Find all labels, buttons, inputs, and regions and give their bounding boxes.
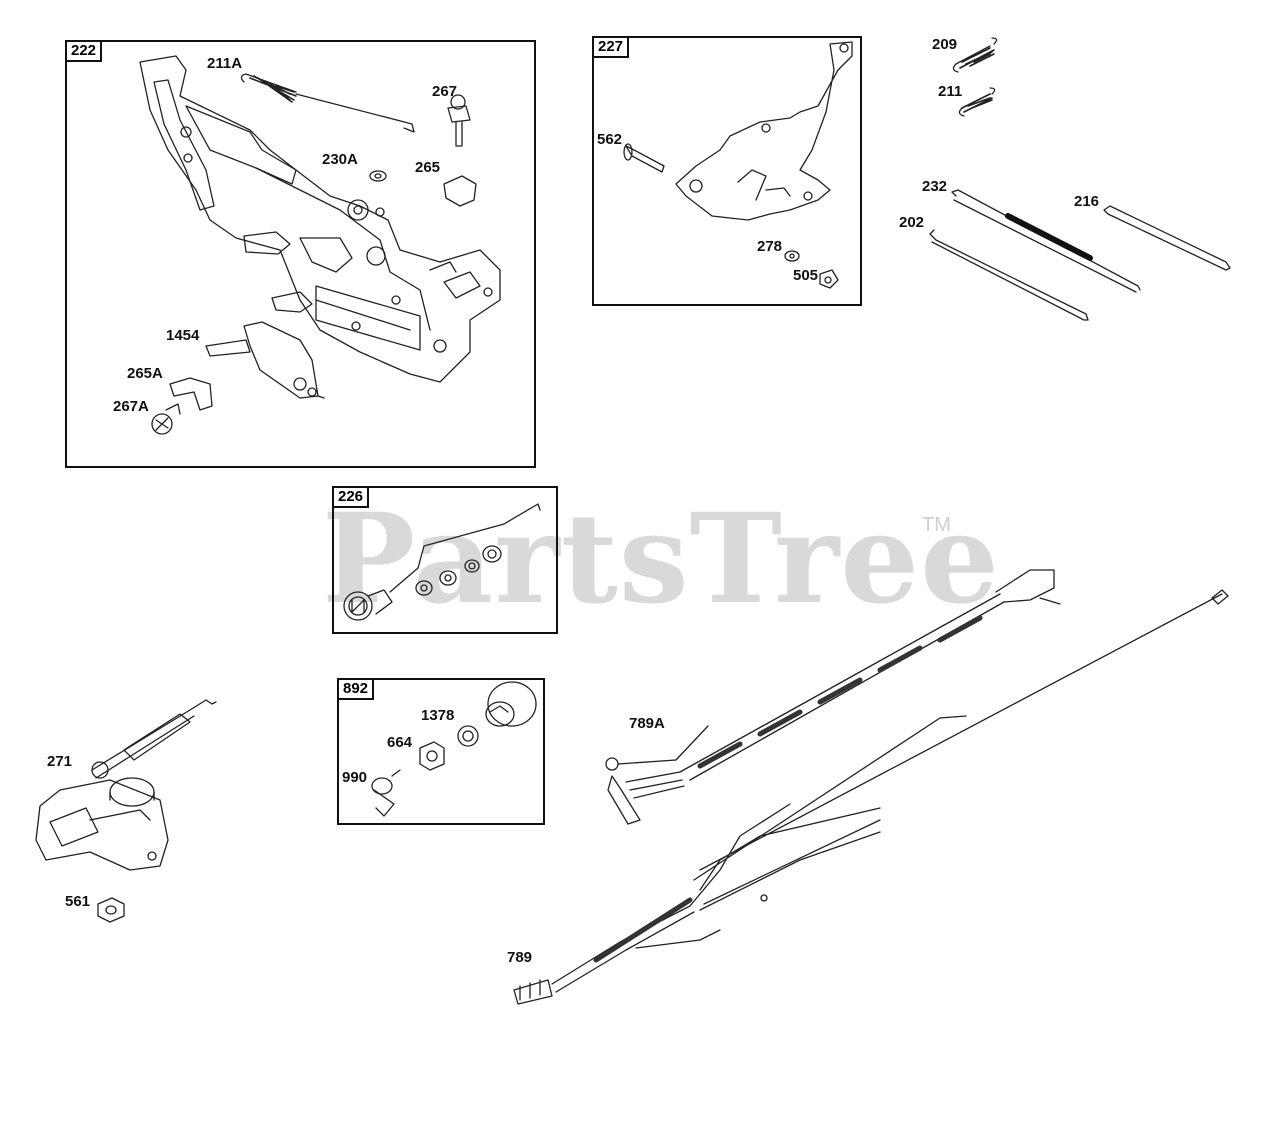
- callout-label: 278: [757, 238, 783, 255]
- callout-label: 271: [47, 753, 73, 770]
- ignition-switch-drawing: [371, 681, 537, 817]
- callout-label: 265: [415, 159, 441, 176]
- callout-label: 990: [342, 769, 368, 786]
- callout-label: 230A: [322, 151, 358, 168]
- springs-drawing: [952, 37, 998, 117]
- throttle-plate-drawing: [623, 41, 853, 289]
- callout-label: 265A: [127, 365, 163, 382]
- callout-label: 232: [922, 178, 948, 195]
- throttle-control-drawing: [35, 699, 217, 923]
- callout-label: 267: [432, 83, 458, 100]
- group-box-892: 892: [337, 678, 545, 825]
- rods-drawing: [929, 189, 1231, 321]
- callout-label: 505: [793, 267, 819, 284]
- group-tag: 227: [592, 36, 630, 58]
- callout-label: 562: [597, 131, 623, 148]
- callout-label: 216: [1074, 193, 1100, 210]
- callout-label: 1378: [421, 707, 455, 724]
- callout-label: 561: [65, 893, 91, 910]
- callout-label: 209: [932, 36, 958, 53]
- watermark-brand: PartsTree: [322, 487, 1001, 632]
- group-box-227: 227: [592, 36, 862, 306]
- group-box-226: 226: [332, 486, 558, 634]
- harness-789a-drawing: [605, 569, 1061, 825]
- choke-cable-drawing: [343, 503, 541, 621]
- group-box-222: 222: [65, 40, 536, 468]
- callout-label: 1454: [166, 327, 200, 344]
- group-tag: 222: [65, 40, 103, 62]
- harness-789-drawing: [513, 589, 1229, 1005]
- watermark-trademark: TM: [922, 514, 951, 536]
- callout-label: 664: [387, 734, 413, 751]
- group-tag: 226: [332, 486, 370, 508]
- callout-label: 211A: [207, 55, 243, 72]
- callout-label: 211: [938, 83, 963, 100]
- callout-label: 789A: [629, 715, 665, 732]
- control-bracket-drawing: [139, 55, 501, 435]
- callout-label: 202: [899, 214, 925, 231]
- callout-label: 789: [507, 949, 533, 966]
- group-tag: 892: [337, 678, 375, 700]
- callout-label: 267A: [113, 398, 149, 415]
